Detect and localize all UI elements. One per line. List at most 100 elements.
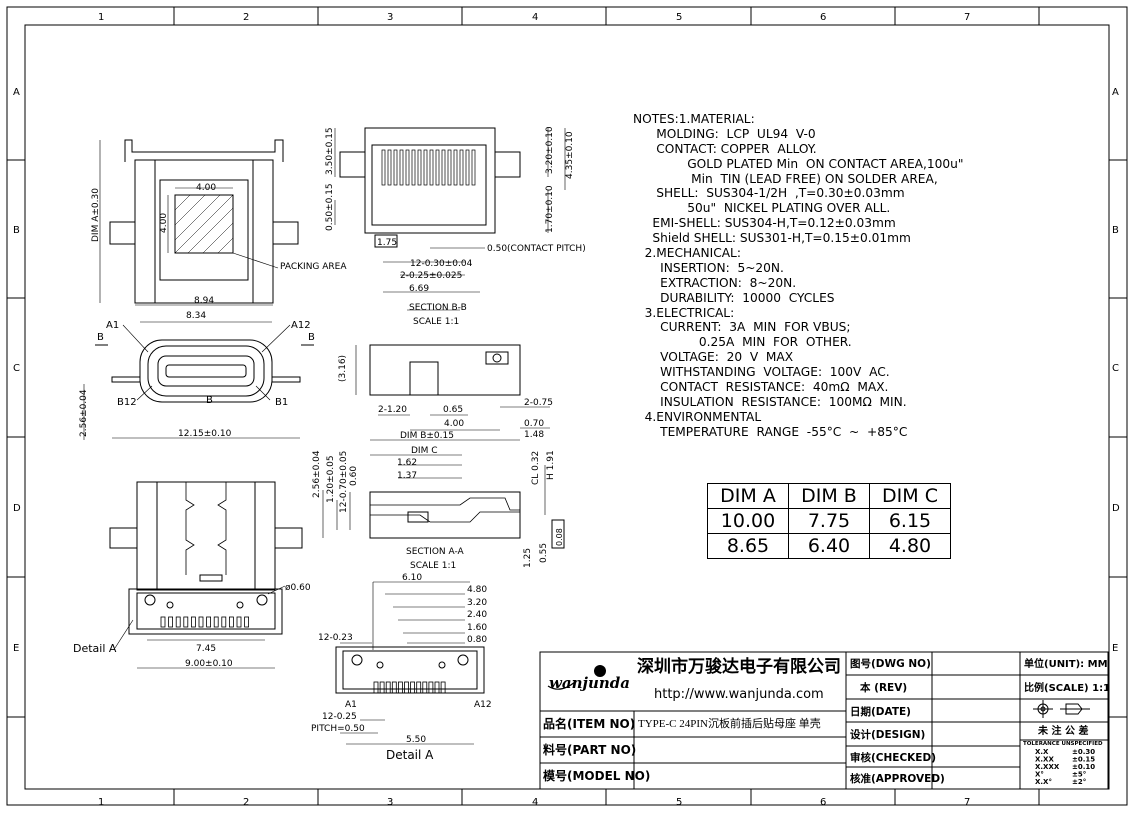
bb-w669: 6.69 [409, 284, 429, 294]
note-line: DURABILITY: 10000 CYCLES [633, 290, 835, 305]
contact-pin [183, 616, 189, 628]
notes-block: NOTES:1.MATERIAL: MOLDING: LCP UL94 V-0 … [633, 112, 1093, 440]
note-line: TEMPERATURE RANGE -55°C ~ +85°C [633, 424, 908, 439]
da-w320: 3.20 [467, 598, 487, 608]
tolerance-title: 未 注 公 差 [1037, 724, 1088, 737]
aa-flat: 0.08 [555, 528, 564, 546]
dim-table-header-cell: DIM B [788, 483, 870, 509]
contact-pin [453, 149, 458, 186]
zone-column-number: 2 [243, 797, 249, 808]
contact-pin [381, 149, 386, 186]
tolerance-value: ±0.30 [1072, 748, 1095, 756]
bb-pitch: 0.50(CONTACT PITCH) [487, 244, 586, 254]
contact-pin [160, 616, 166, 628]
bb-title: SECTION B-B [409, 303, 467, 313]
tolerance-value: ±0.10 [1072, 763, 1095, 771]
contact-pin [434, 681, 440, 694]
note-line: WITHSTANDING VOLTAGE: 100V AC. [633, 365, 890, 380]
front-a12-label: A12 [291, 320, 311, 331]
zone-row-letter: D [13, 503, 21, 514]
aa-h191: H 1.91 [546, 450, 556, 480]
da-a1: A1 [345, 700, 357, 710]
top-w894-label: 8.94 [194, 296, 214, 306]
da-w550: 5.50 [406, 735, 426, 745]
section-aa [322, 454, 565, 549]
company-website: http://www.wanjunda.com [654, 687, 824, 702]
zone-column-number: 3 [387, 797, 393, 808]
zone-row-letter: E [13, 643, 19, 654]
dim-table-row: 10.00 7.75 6.15 [707, 508, 951, 534]
tolerance-value: ±0.15 [1072, 756, 1095, 764]
note-line: EXTRACTION: 8~20N. [633, 275, 797, 290]
section-bb [334, 127, 566, 311]
dim-table-header-cell: DIM C [869, 483, 951, 509]
aa-dimc: DIM C [411, 446, 438, 456]
checked-label: 审核(CHECKED) [850, 751, 936, 764]
unit-label: 单位(UNIT): MM [1024, 657, 1108, 670]
side-w2075: 2-0.75 [524, 398, 553, 408]
contact-pin [206, 616, 212, 628]
outer-frame [6, 6, 1128, 806]
tolerance-format: X.XX [1035, 756, 1054, 764]
front-b-right: B [308, 332, 315, 343]
title-block [539, 651, 1109, 790]
contact-pin [422, 681, 428, 694]
note-line: 4.ENVIRONMENTAL [633, 409, 762, 424]
top-w400-label: 4.00 [196, 183, 216, 193]
side-w2120: 2-1.20 [378, 405, 407, 415]
da-w240: 2.40 [467, 610, 487, 620]
zone-column-number: 4 [532, 12, 538, 23]
zone-column-number: 2 [243, 12, 249, 23]
note-line: 2.MECHANICAL: [633, 246, 741, 261]
da-a12: A12 [474, 700, 492, 710]
packing-area-label: PACKING AREA [280, 262, 347, 272]
date-label: 日期(DATE) [850, 705, 911, 718]
side-view [355, 344, 550, 441]
dim-table-cell: 7.75 [788, 508, 870, 534]
da-pitch: PITCH=0.50 [311, 724, 365, 734]
contact-pin [387, 149, 392, 186]
da-w1223: 12-0.23 [318, 633, 353, 643]
part-label: 料号(PART NO) [543, 742, 636, 757]
note-line: SHELL: SUS304-1/2H ,T=0.30±0.03mm [633, 186, 905, 201]
tolerance-format: X.XXX [1035, 763, 1060, 771]
aa-h055: 0.55 [539, 543, 549, 563]
contact-pin [465, 149, 470, 186]
bb-w12: 12-0.30±0.04 [410, 259, 473, 269]
contact-pin [411, 149, 416, 186]
da-title: Detail A [386, 748, 434, 762]
contact-pin [429, 149, 434, 186]
dim-table: DIM A DIM B DIM C 10.00 7.75 6.15 8.65 6… [707, 483, 951, 559]
aa-cl: CL 0.32 [531, 451, 541, 485]
dim-table-cell: 10.00 [707, 508, 789, 534]
bottom-view [109, 481, 303, 669]
side-w070: 0.70 [524, 419, 544, 429]
design-label: 设计(DESIGN) [850, 728, 925, 741]
wanjunda-logo: wanjunda [547, 665, 630, 692]
contact-pin [397, 681, 403, 694]
note-line: Min TIN (LEAD FREE) ON SOLDER AREA, [633, 171, 938, 186]
side-dimb: DIM B±0.15 [400, 431, 454, 441]
contact-pin [447, 149, 452, 186]
side-w148: 1.48 [524, 430, 544, 440]
side-h316: (3.16) [338, 355, 348, 382]
company-name: 深圳市万骏达电子有限公司 [637, 656, 841, 677]
side-w065: 0.65 [443, 405, 463, 415]
bottom-w900-label: 9.00±0.10 [185, 659, 233, 669]
contact-pin [379, 681, 385, 694]
tolerance-value: ±5° [1072, 771, 1086, 779]
zone-column-number: 1 [98, 797, 104, 808]
aa-h12070: 12-0.70±0.05 [339, 451, 349, 513]
note-line: 50u" NICKEL PLATING OVER ALL. [633, 201, 891, 216]
note-line: INSULATION RESISTANCE: 100MΩ MIN. [633, 394, 907, 409]
zone-row-letter: A [1112, 87, 1119, 98]
contact-pin [471, 149, 476, 186]
zone-column-number: 7 [964, 12, 970, 23]
da-w480: 4.80 [467, 585, 487, 595]
zone-column-number: 1 [98, 12, 104, 23]
aa-h125: 1.25 [523, 548, 533, 568]
bb-h050: 0.50±0.15 [325, 183, 335, 231]
zone-column-number: 5 [676, 797, 682, 808]
zone-row-letter: E [1112, 643, 1118, 654]
approved-label: 核准(APPROVED) [850, 772, 945, 785]
